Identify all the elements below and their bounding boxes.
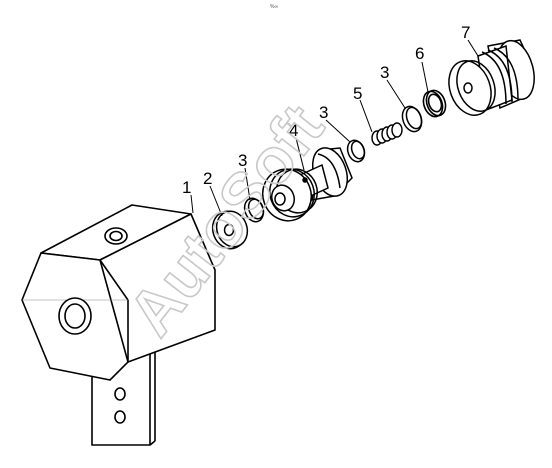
- callout-5: 5: [353, 84, 362, 103]
- spring-part: [371, 122, 403, 146]
- plug-part: [448, 39, 535, 116]
- callout-7: 7: [461, 23, 470, 42]
- callout-3: 3: [238, 151, 247, 170]
- header-mark: %∞: [270, 4, 278, 10]
- callout-6: 6: [415, 44, 424, 63]
- callout-2: 2: [203, 169, 212, 188]
- callout-3: 3: [319, 103, 328, 122]
- housing-part: [21, 204, 216, 446]
- o-ring-part-c: [401, 105, 423, 133]
- valve-body-part: [262, 147, 353, 222]
- callout-3: 3: [380, 63, 389, 82]
- o-ring-part-b: [346, 139, 366, 163]
- callout-4: 4: [289, 121, 298, 140]
- leader-lines: [190, 39, 479, 217]
- callout-1: 1: [182, 178, 191, 197]
- washer-part: [211, 210, 249, 250]
- seal-ring-part: [422, 89, 447, 118]
